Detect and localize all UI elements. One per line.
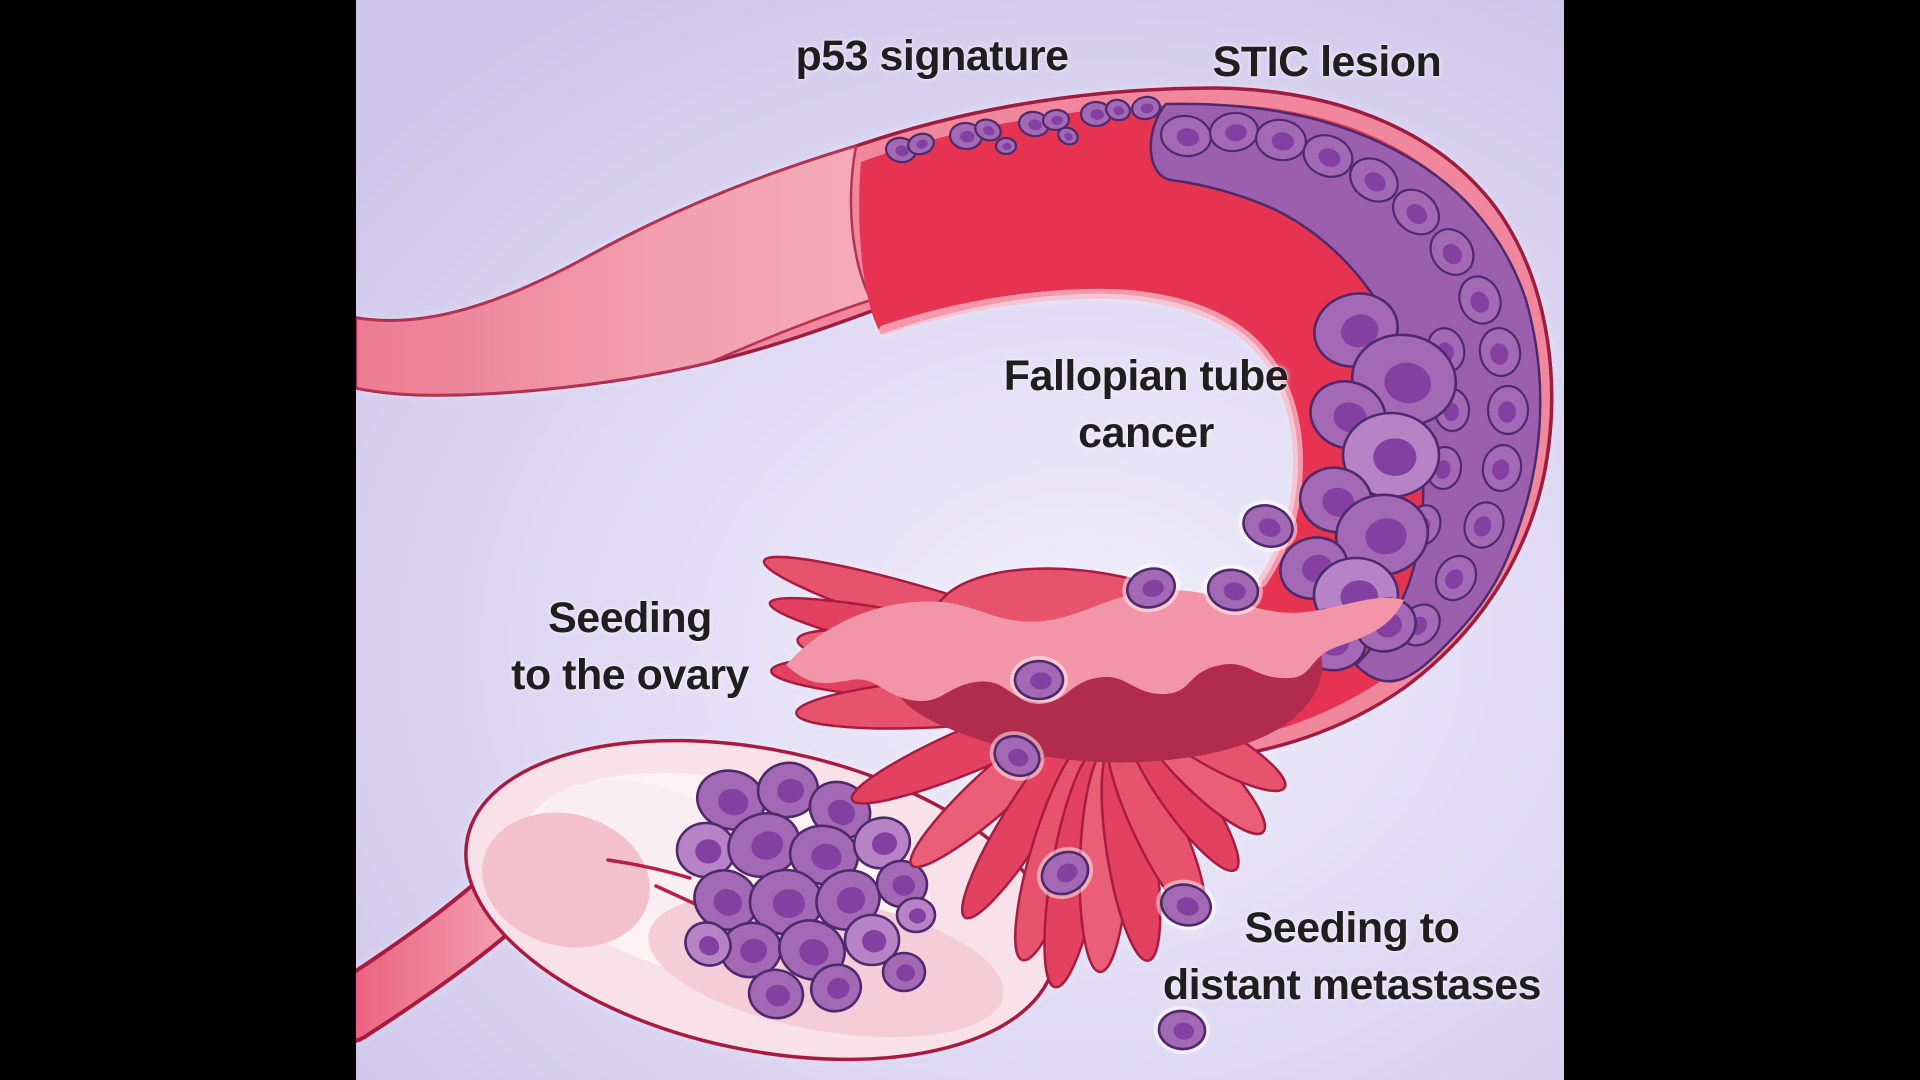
label-p53-text: p53 signature — [795, 32, 1069, 80]
cell-nucleus — [1176, 128, 1200, 147]
cell-nucleus — [1470, 291, 1490, 313]
label-seeding-ovary: Seeding to the ovary — [511, 590, 749, 704]
cell-nucleus — [960, 130, 975, 143]
cell-nucleus — [765, 984, 791, 1007]
cell-nucleus — [740, 938, 768, 964]
cell-nucleus — [698, 936, 720, 956]
cell-nucleus — [1064, 132, 1073, 141]
cell-nucleus — [1318, 148, 1341, 168]
cell-nucleus — [836, 886, 866, 914]
cell-nucleus — [1002, 142, 1012, 150]
cell-nucleus — [799, 938, 829, 966]
cell-nucleus — [827, 977, 850, 999]
cell-nucleus — [695, 839, 722, 864]
cell-nucleus — [1225, 124, 1247, 142]
label-seeding-distant-line1: Seeding to — [1244, 904, 1460, 952]
anatomy-drawing — [356, 86, 1554, 1062]
cell-nucleus — [1373, 438, 1417, 476]
cell-nucleus — [862, 930, 887, 953]
cell-nucleus — [1028, 119, 1042, 131]
p53-signature-cells — [884, 95, 1162, 164]
cell-nucleus — [871, 832, 898, 855]
cell-nucleus — [1406, 204, 1428, 225]
cell-nucleus — [908, 908, 927, 924]
ovary-tumor-cells — [675, 761, 937, 1020]
tube-isthmus — [356, 144, 873, 397]
cell-nucleus — [1258, 518, 1281, 537]
label-fallopian-tube-cancer: Fallopian tube cancer — [1003, 348, 1289, 462]
cell-nucleus — [1271, 132, 1294, 151]
cell-nucleus — [811, 843, 842, 871]
right-black-bar — [1564, 0, 1920, 1080]
inner-lining — [786, 589, 1404, 703]
ovary-blush — [482, 812, 650, 948]
infundibulum-opening — [786, 589, 1404, 763]
tube-inner-wall-highlight — [879, 288, 1304, 587]
cell-nucleus — [1223, 582, 1246, 601]
cell-nucleus — [1176, 897, 1199, 916]
cell-nucleus — [1490, 343, 1509, 365]
label-stic-text: STIC lesion — [1212, 38, 1442, 86]
cell-nucleus — [1030, 672, 1052, 690]
label-ftc-line1: Fallopian tube — [1003, 352, 1289, 400]
cell-nucleus — [895, 145, 909, 157]
cell-nucleus — [1142, 579, 1164, 598]
cell-nucleus — [1384, 362, 1432, 404]
cell-nucleus — [1056, 863, 1078, 883]
label-ftc-line2: cancer — [1078, 409, 1214, 457]
cell-nucleus — [713, 889, 742, 916]
illustration-canvas: p53 signature STIC lesion Fallopian tube… — [356, 0, 1564, 1080]
cell-nucleus — [983, 126, 995, 136]
cell-nucleus — [1365, 518, 1407, 555]
cell-nucleus — [777, 778, 805, 804]
label-seeding-distant: Seeding to distant metastases — [1162, 900, 1542, 1014]
fallopian-tube-cancer-cells — [1279, 292, 1458, 672]
cell-nucleus — [892, 875, 915, 896]
shed-cancer-cells — [989, 500, 1298, 1055]
cell-nucleus — [1140, 103, 1154, 114]
cell-nucleus — [1445, 569, 1464, 590]
cell-nucleus — [896, 964, 916, 982]
cell-nucleus — [1364, 172, 1386, 192]
cell-nucleus — [827, 799, 855, 826]
cell-nucleus — [1498, 401, 1516, 423]
cell-nucleus — [1173, 1022, 1195, 1040]
cell-nucleus — [1113, 106, 1125, 116]
cell-nucleus — [718, 788, 749, 816]
cell-nucleus — [772, 889, 806, 918]
label-seeding-distant-line2: distant metastases — [1162, 961, 1542, 1009]
label-seeding-ovary-line1: Seeding — [548, 594, 712, 642]
cell-nucleus — [1008, 748, 1029, 767]
cell-nucleus — [1051, 115, 1063, 125]
cell-nucleus — [1442, 243, 1462, 265]
cell-nucleus — [1090, 109, 1104, 120]
cell-nucleus — [1340, 314, 1379, 348]
cell-nucleus — [1473, 516, 1492, 537]
label-stic-lesion: STIC lesion — [1213, 34, 1442, 91]
label-p53-signature: p53 signature — [795, 28, 1069, 85]
label-seeding-ovary-line2: to the ovary — [511, 651, 749, 699]
cell-nucleus — [1492, 459, 1510, 480]
cell-nucleus — [751, 831, 784, 860]
left-black-bar — [0, 0, 356, 1080]
cell-nucleus — [916, 139, 928, 149]
